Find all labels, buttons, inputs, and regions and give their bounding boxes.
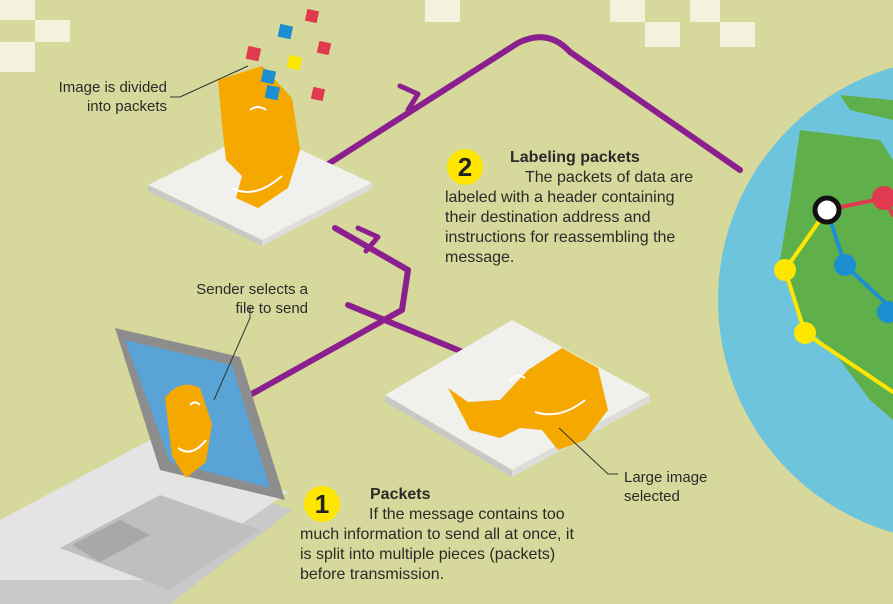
step-title: Packets (370, 486, 431, 503)
packet-squares (245, 8, 332, 102)
network-nodes (774, 186, 893, 344)
arrow-icon (397, 83, 421, 113)
step-number-badge: 1 (304, 486, 340, 522)
large-face-icon (448, 348, 608, 450)
image-divided-label: Image is divided into packets (58, 79, 167, 115)
arrow-icon (355, 225, 381, 254)
divided-face-icon (218, 66, 300, 208)
screen-face-icon (165, 384, 212, 478)
step-description: If the message contains too much informa… (300, 506, 574, 583)
checker-decoration (0, 0, 755, 72)
step-description: The packets of data are labeled with a h… (445, 169, 694, 266)
large-image-label: Large image selected (624, 469, 708, 505)
step-title: Labeling packets (510, 149, 640, 166)
label-pointers (170, 65, 618, 475)
laptop (0, 328, 292, 604)
globe (718, 67, 893, 533)
step-number-badge: 2 (447, 149, 483, 185)
sender-label: Sender selects a file to send (196, 281, 308, 317)
transmission-path (247, 34, 743, 398)
